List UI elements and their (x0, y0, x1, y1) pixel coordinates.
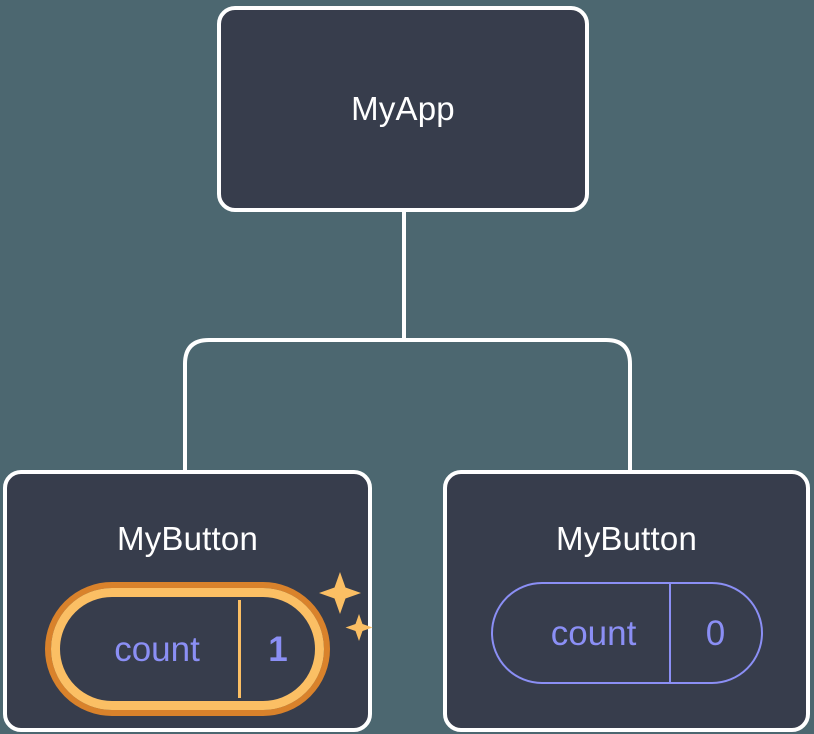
state-divider-right (668, 584, 671, 682)
node-mybutton-left[interactable]: MyButton count 1 (3, 470, 373, 732)
state-value-right: 0 (705, 613, 726, 653)
state-key-right: count (550, 613, 637, 653)
node-mybutton-left-label: MyButton (117, 520, 258, 557)
node-mybutton-right-label: MyButton (556, 520, 697, 557)
state-key-left: count (114, 629, 200, 669)
state-pill-right-wrapper: count 0 (490, 582, 763, 684)
state-pill-left-wrapper: count 1 (45, 572, 373, 716)
state-pill-right[interactable]: count 0 (490, 582, 763, 684)
node-mybutton-right[interactable]: MyButton count 0 (443, 470, 810, 732)
state-value-left: 1 (268, 629, 288, 669)
state-pill-left-inner: count 1 (51, 588, 324, 710)
state-pill-left[interactable]: count 1 (45, 582, 330, 716)
sparkle-large-icon (319, 572, 361, 614)
state-divider-left (238, 600, 241, 698)
sparkle-small-icon (345, 614, 373, 641)
node-myapp[interactable]: MyApp (217, 6, 589, 212)
node-myapp-label: MyApp (351, 90, 455, 127)
connector-branch-bar (183, 338, 632, 470)
